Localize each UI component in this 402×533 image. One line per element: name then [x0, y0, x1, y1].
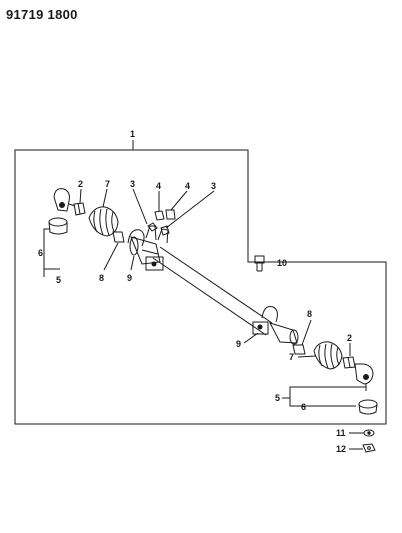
dust-boot-left [48, 217, 68, 235]
callout-2a: 2 [78, 179, 83, 189]
leader-2a [79, 188, 82, 204]
leader-5-6-left [43, 228, 60, 277]
tie-rod-end-left [53, 188, 76, 212]
jam-nut-left [73, 202, 86, 216]
leader-7b [297, 355, 317, 358]
rack-housing-right [268, 322, 299, 345]
callout-3b: 3 [211, 181, 216, 191]
boot-clip-left [112, 231, 125, 243]
boot-clip-right [292, 344, 306, 355]
callout-9a: 9 [127, 273, 132, 283]
assembly-frame [14, 149, 387, 425]
mount-bolt [254, 255, 265, 272]
dust-boot-right [358, 399, 378, 415]
callout-4b: 4 [185, 181, 190, 191]
tie-rod-end-right [354, 363, 374, 391]
callout-4a: 4 [156, 181, 161, 191]
bellows-boot-right [313, 341, 343, 370]
leader-8a [103, 242, 119, 271]
leader-8b [301, 319, 312, 346]
leader-4b [170, 190, 188, 211]
callout-2b: 2 [347, 333, 352, 343]
callout-3a: 3 [130, 179, 135, 189]
callout-5a: 5 [56, 275, 61, 285]
callout-8b: 8 [307, 309, 312, 319]
diagram-code: 91719 1800 [6, 7, 78, 22]
callout-8a: 8 [99, 273, 104, 283]
hose-joint-3b [160, 225, 170, 236]
hose-joint-4a [154, 210, 165, 221]
rack-housing-left [129, 236, 161, 265]
leader-3b [165, 190, 215, 229]
clamp-strap-left [127, 229, 145, 247]
nut-12 [362, 443, 376, 453]
callout-11: 11 [336, 428, 346, 438]
callout-1: 1 [130, 129, 135, 139]
callout-5b: 5 [275, 393, 280, 403]
leader-9b [243, 332, 259, 344]
leader-3a [132, 188, 148, 225]
bellows-boot-left [88, 206, 119, 237]
rack-tube [152, 246, 273, 336]
leader-5-6-right [282, 386, 366, 407]
callout-10: 10 [277, 258, 287, 268]
callout-6b: 6 [301, 402, 306, 412]
callout-9b: 9 [236, 339, 241, 349]
callout-7b: 7 [289, 352, 294, 362]
leader-9a [130, 255, 135, 271]
hose-joint-3a [147, 222, 158, 232]
jam-nut-right [342, 356, 356, 369]
pipe-fittings [145, 225, 169, 244]
callout-12: 12 [336, 444, 346, 454]
callout-6a: 6 [38, 248, 43, 258]
washer-11 [363, 429, 375, 437]
hose-joint-4b [165, 209, 176, 220]
leader-7a [102, 188, 108, 208]
mount-bracket-left [145, 256, 164, 271]
mount-bracket-right [252, 306, 278, 335]
callout-7a: 7 [105, 179, 110, 189]
